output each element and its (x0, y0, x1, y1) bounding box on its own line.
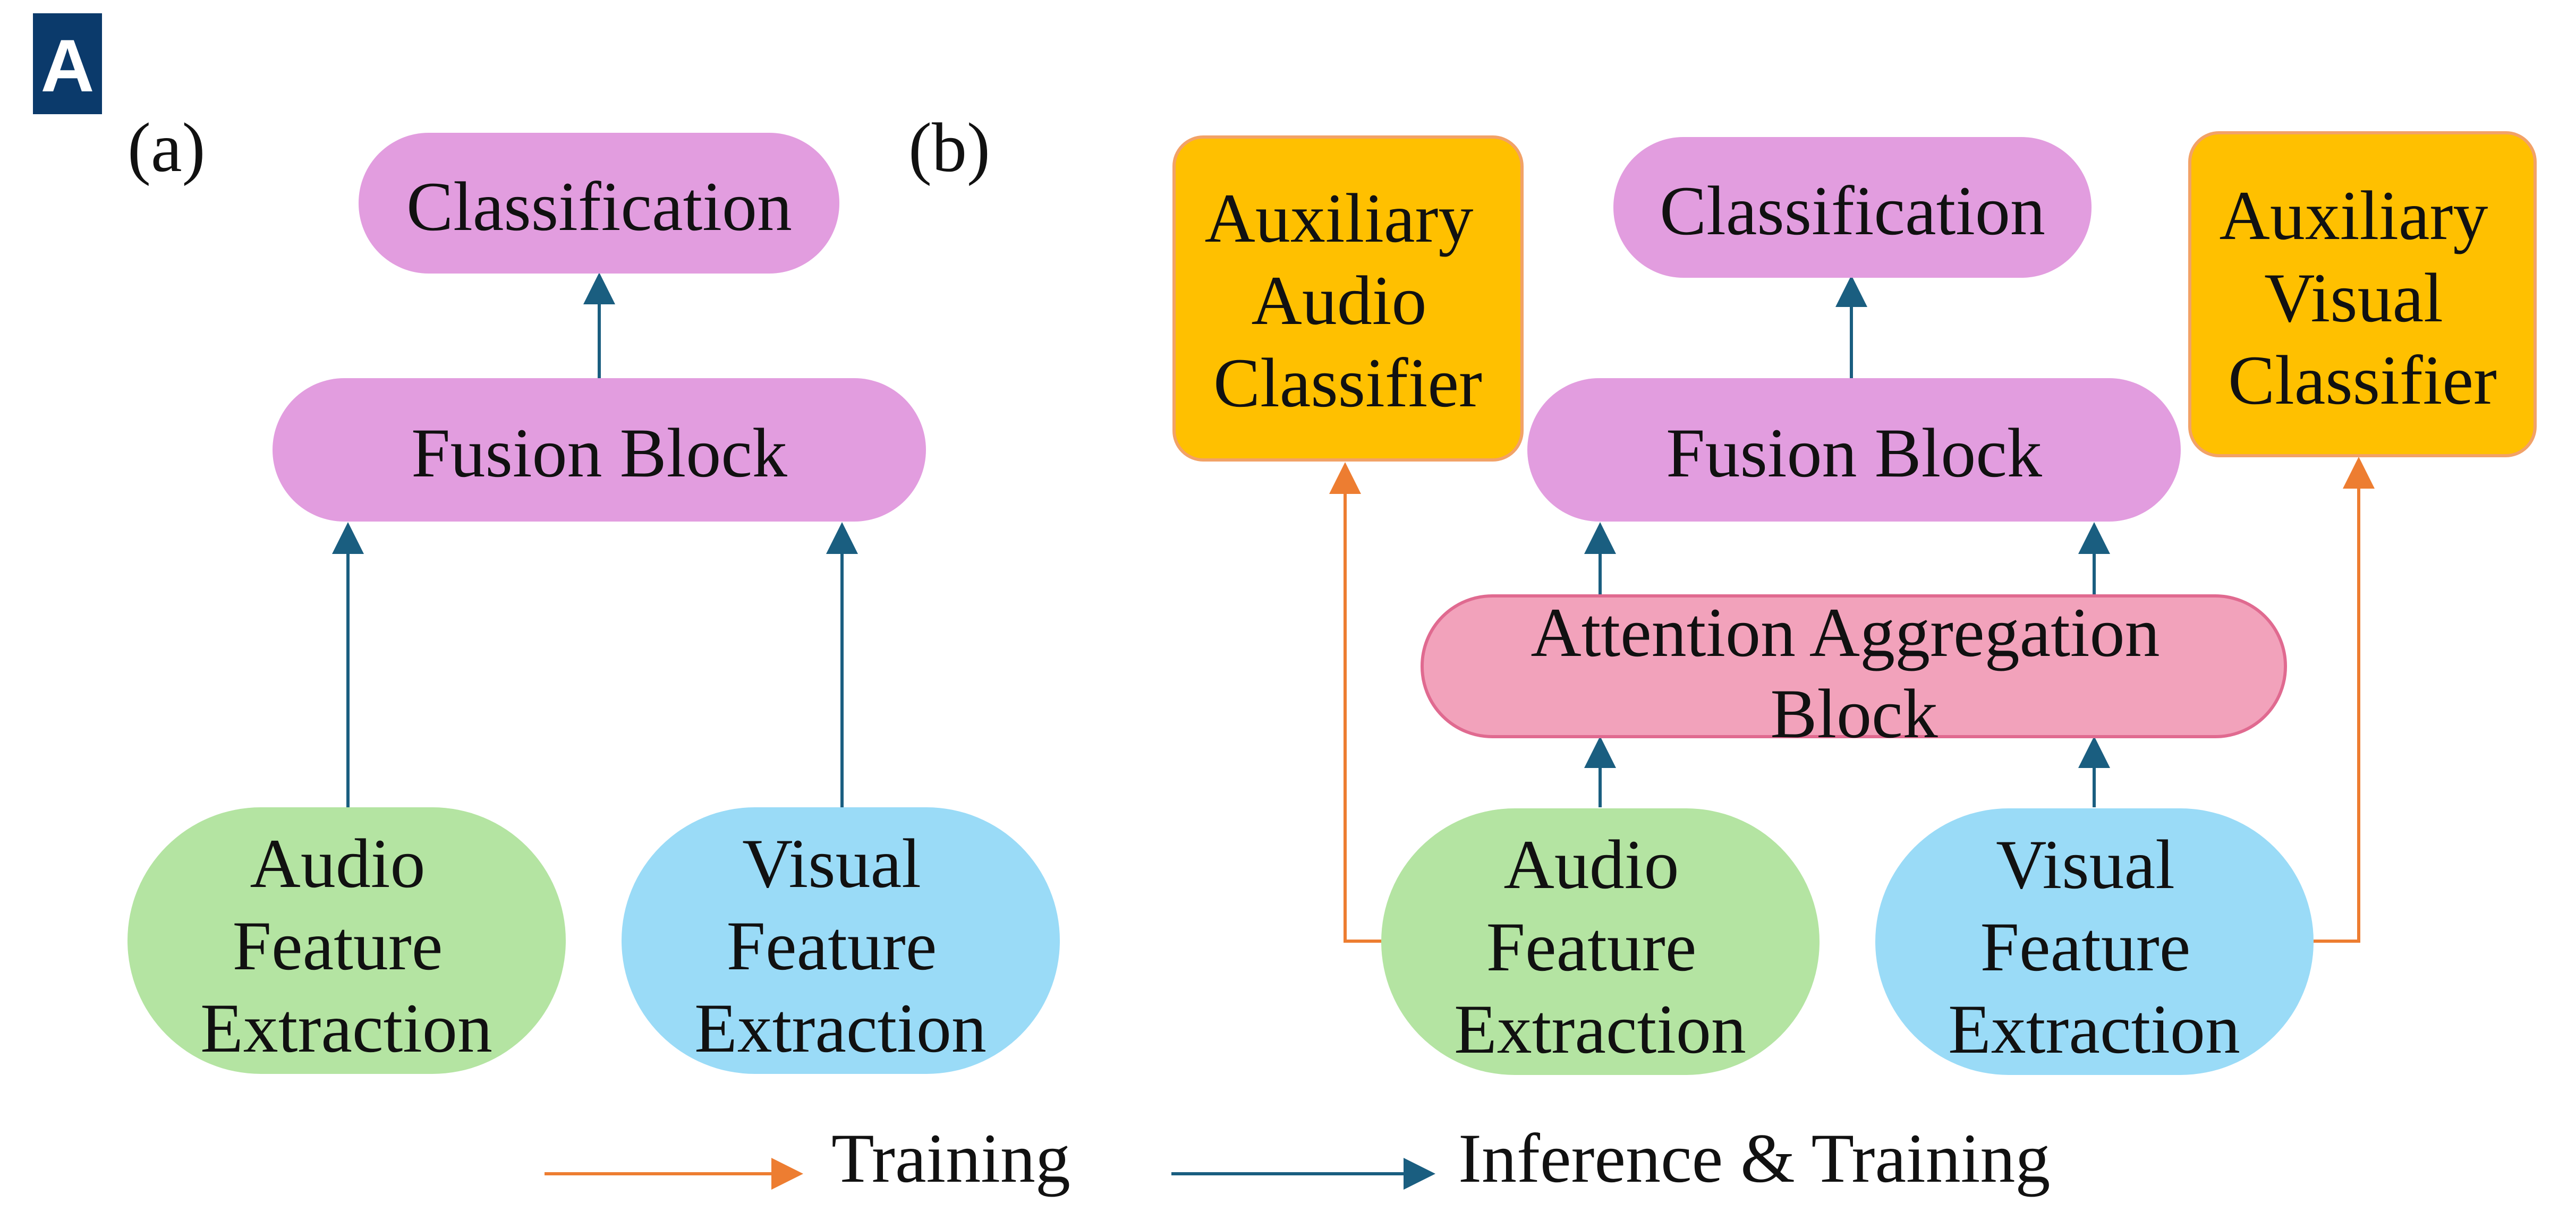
aux-audio-classifier-label: Auxiliary Audio Classifier (1205, 179, 1491, 422)
panel-b-audio-node: Audio Feature Extraction (1381, 808, 1820, 1075)
panel-a-visual-line1: Visual (742, 824, 921, 902)
panel-b-visual-line3: Extraction (1948, 990, 2240, 1068)
panel-b-visual-line1: Visual (1996, 825, 2175, 903)
panel-a-audio-node: Audio Feature Extraction (127, 807, 566, 1074)
aux-visual-line2: Visual (2264, 259, 2443, 337)
panel-badge-letter: A (40, 24, 94, 107)
attention-line2: Block (1770, 675, 1937, 753)
aux-visual-classifier-label: Auxiliary Visual Classifier (2220, 176, 2506, 419)
panel-a-visual-node: Visual Feature Extraction (622, 807, 1060, 1074)
panel-b-label: (b) (908, 108, 990, 186)
panel-b-visual-line2: Feature (1980, 908, 2191, 986)
panel-b-visual-node: Visual Feature Extraction (1875, 808, 2314, 1075)
panel-a-audio-line3: Extraction (200, 989, 492, 1067)
attention-line1: Attention Aggregation (1531, 593, 2160, 671)
panel-b-fusion-label: Fusion Block (1666, 414, 2042, 492)
aux-audio-classifier-node: Auxiliary Audio Classifier (1172, 135, 1524, 462)
panel-a-fusion-node: Fusion Block (273, 378, 926, 522)
panel-b-visual-label: Visual Feature Extraction (1948, 825, 2240, 1068)
arrow-b-visual-to-aux-visual (2314, 457, 2375, 943)
panel-badge: A (33, 13, 102, 114)
panel-a-label: (a) (127, 108, 206, 186)
panel-a-visual-line3: Extraction (694, 989, 987, 1067)
aux-audio-line3: Classifier (1213, 344, 1482, 422)
aux-visual-classifier-node: Auxiliary Visual Classifier (2188, 131, 2537, 457)
aux-audio-line1: Auxiliary (1205, 179, 1474, 257)
legend-training-label: Training (831, 1119, 1070, 1197)
panel-a-audio-line1: Audio (250, 824, 426, 902)
panel-a-visual-label: Visual Feature Extraction (694, 824, 987, 1067)
panel-b-audio-line1: Audio (1504, 825, 1679, 903)
arrow-b-audio-to-aux-audio (1329, 462, 1381, 943)
attention-aggregation-node: Attention Aggregation Block (1421, 593, 2287, 753)
panel-a-fusion-label: Fusion Block (411, 414, 787, 492)
aux-visual-line3: Classifier (2228, 341, 2497, 419)
legend-inference-label: Inference & Training (1458, 1119, 2050, 1197)
attention-aggregation-label: Attention Aggregation Block (1531, 593, 2177, 753)
panel-b-classification-node: Classification (1613, 137, 2092, 278)
panel-b-fusion-node: Fusion Block (1527, 378, 2181, 522)
panel-a-visual-line2: Feature (727, 907, 937, 985)
panel-a-audio-label: Audio Feature Extraction (200, 824, 492, 1067)
aux-audio-line2: Audio (1252, 261, 1427, 339)
aux-visual-line1: Auxiliary (2220, 176, 2488, 254)
panel-b-classification-label: Classification (1660, 172, 2045, 250)
panel-b-audio-line2: Feature (1486, 908, 1697, 986)
panel-b-audio-line3: Extraction (1454, 990, 1746, 1068)
legend: Training Inference & Training (545, 1119, 2050, 1197)
panel-a-classification-label: Classification (406, 167, 792, 245)
panel-a-audio-line2: Feature (233, 907, 443, 985)
panel-a-classification-node: Classification (359, 133, 839, 274)
panel-b-audio-label: Audio Feature Extraction (1454, 825, 1746, 1068)
